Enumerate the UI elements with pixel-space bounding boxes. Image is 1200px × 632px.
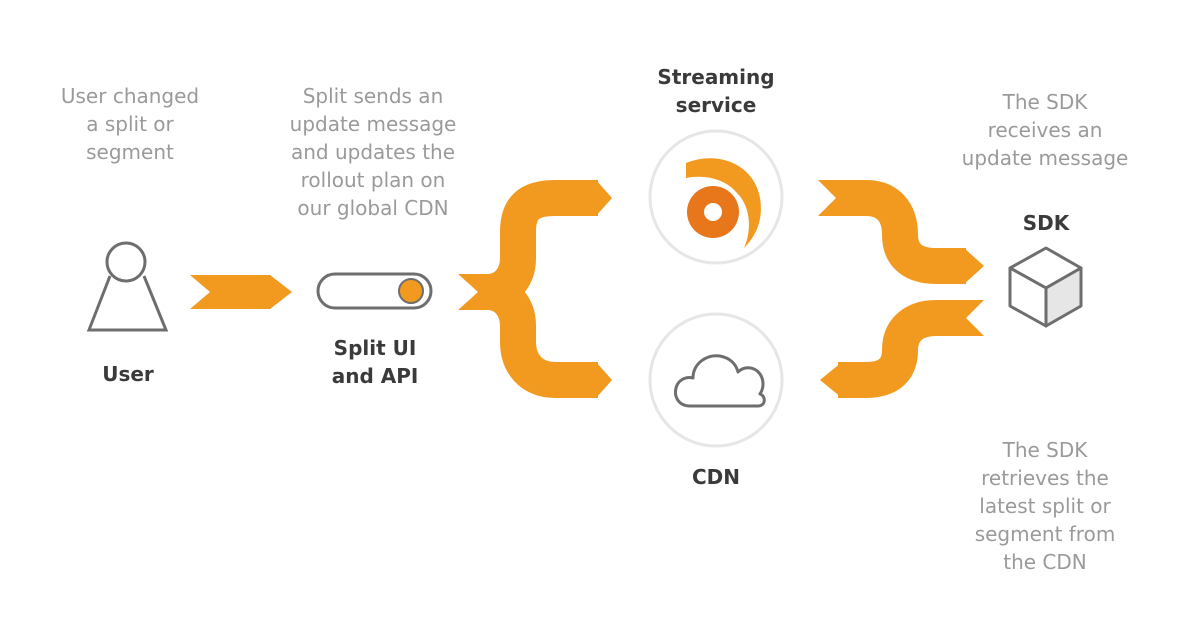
user-caption-line: a split or — [86, 112, 174, 136]
split-caption: Split sends an update message and update… — [268, 82, 478, 222]
cloud-icon — [674, 354, 766, 408]
arrow-streaming-to-sdk — [818, 180, 984, 284]
bracket-arrow-split-to-services — [458, 180, 612, 398]
split-label-line: and API — [331, 364, 419, 388]
streaming-logo-icon — [686, 158, 761, 248]
sdk-caption-top-line: The SDK — [1002, 90, 1088, 114]
user-caption: User changed a split or segment — [40, 82, 220, 166]
split-label-line: Split UI — [333, 336, 417, 360]
sdk-caption-bottom-line: retrieves the — [981, 466, 1109, 490]
cube-icon — [1008, 246, 1083, 328]
arrow-user-to-split — [190, 275, 292, 309]
sdk-caption-top: The SDK receives an update message — [940, 88, 1150, 172]
user-caption-line: User changed — [60, 84, 200, 108]
user-caption-line: segment — [86, 140, 174, 164]
split-caption-line: Split sends an — [302, 84, 444, 108]
sdk-caption-top-line: update message — [961, 146, 1129, 170]
cdn-label: CDN — [656, 463, 776, 491]
toggle-icon — [316, 272, 433, 310]
sdk-label-line: SDK — [1022, 211, 1070, 235]
cdn-circle — [648, 312, 784, 448]
sdk-label: SDK — [996, 209, 1096, 237]
arrow-sdk-to-cdn — [820, 300, 984, 398]
sdk-caption-bottom: The SDK retrieves the latest split or se… — [950, 436, 1140, 576]
sdk-caption-bottom-line: The SDK — [1002, 438, 1088, 462]
split-label: Split UI and API — [310, 334, 440, 390]
streaming-label-line: Streaming — [657, 65, 775, 89]
user-label: User — [68, 360, 188, 388]
sdk-caption-bottom-line: latest split or — [979, 494, 1111, 518]
streaming-label-line: service — [675, 93, 757, 117]
sdk-caption-top-line: receives an — [987, 118, 1103, 142]
sdk-caption-bottom-line: segment from — [974, 522, 1116, 546]
split-caption-line: update message — [289, 112, 457, 136]
streaming-label: Streaming service — [636, 63, 796, 119]
cdn-label-line: CDN — [691, 465, 741, 489]
user-label-line: User — [102, 362, 154, 386]
split-caption-line: rollout plan on — [300, 168, 446, 192]
split-caption-line: our global CDN — [297, 196, 449, 220]
sdk-caption-bottom-line: the CDN — [1003, 550, 1087, 574]
user-icon — [86, 241, 169, 332]
split-caption-line: and updates the — [290, 140, 456, 164]
